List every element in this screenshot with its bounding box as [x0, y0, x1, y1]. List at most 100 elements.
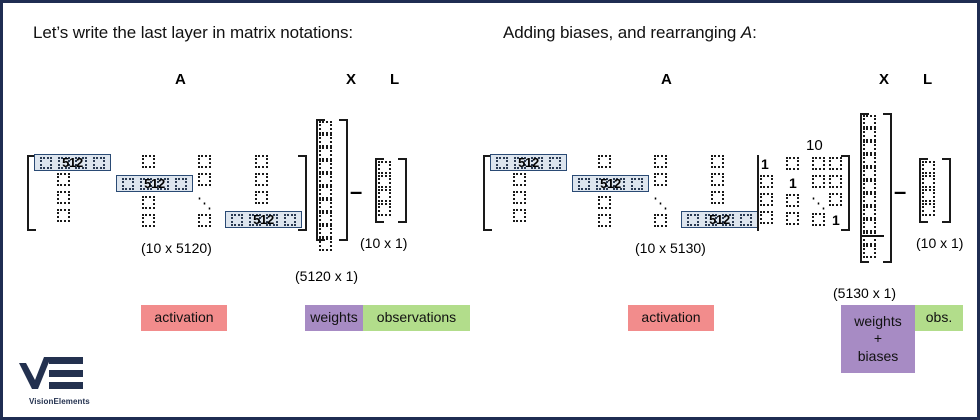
matrix-cell	[319, 225, 332, 238]
right-header-l: L	[923, 71, 933, 88]
right-vector-x-bracket-close	[883, 113, 892, 263]
matrix-cell	[121, 177, 134, 190]
block-label: 512	[600, 176, 621, 191]
matrix-cell	[812, 213, 825, 226]
matrix-cell	[319, 160, 332, 173]
matrix-cell	[863, 167, 876, 180]
identity-col2-bot	[786, 194, 799, 225]
left-matrix-a-col4	[255, 155, 268, 204]
matrix-cell	[786, 194, 799, 207]
left-matrix-a-col3	[198, 155, 211, 186]
left-header-l: L	[390, 71, 400, 88]
matrix-cell	[319, 199, 332, 212]
identity-one-1: 1	[761, 156, 769, 172]
matrix-cell	[812, 157, 825, 170]
right-header-x: X	[879, 71, 890, 88]
logo-mark-icon	[19, 357, 83, 389]
right-matrix-a-bracket-open	[483, 155, 492, 231]
left-vector-l-cells	[378, 161, 391, 216]
matrix-cell	[722, 213, 735, 226]
matrix-cell	[760, 175, 773, 188]
matrix-cell	[255, 191, 268, 204]
left-matrix-a-bracket-open	[27, 155, 36, 231]
left-vector-x-bracket-close	[339, 119, 348, 241]
matrix-cell	[319, 134, 332, 147]
matrix-cell	[255, 155, 268, 168]
identity-block-bracket-close	[841, 155, 850, 231]
left-matrix-a-block-512-1: 512	[34, 154, 111, 171]
left-vector-l-bracket-open	[375, 158, 384, 223]
right-vector-x-separator	[862, 235, 884, 237]
block-label: 512	[144, 176, 165, 191]
identity-col3-bot	[812, 213, 825, 226]
logo-wordmark: VisionElements	[29, 397, 90, 406]
right-title-prefix: Adding biases, and rearranging	[503, 23, 741, 42]
left-matrix-a-bracket-close	[298, 155, 307, 231]
matrix-cell	[863, 154, 876, 167]
matrix-cell	[711, 191, 724, 204]
matrix-cell	[863, 206, 876, 219]
matrix-cell	[598, 155, 611, 168]
matrix-cell	[495, 156, 508, 169]
matrix-cell	[863, 232, 876, 245]
slide-canvas: Let’s write the last layer in matrix not…	[3, 3, 977, 417]
matrix-cell	[75, 156, 88, 169]
matrix-cell	[922, 161, 935, 174]
right-vector-x-bracket-open	[860, 113, 869, 263]
right-matrix-a-dimension: (10 x 5130)	[635, 240, 706, 256]
right-vector-x-cells	[863, 115, 876, 258]
right-vector-x-dimension: (5130 x 1)	[833, 285, 897, 301]
matrix-cell	[319, 238, 332, 251]
matrix-cell	[531, 156, 544, 169]
matrix-cell	[631, 177, 644, 190]
right-matrix-a-col1	[513, 173, 526, 222]
matrix-cell	[654, 214, 667, 227]
right-legend-weights-biases: weights + biases	[841, 305, 915, 373]
matrix-cell	[598, 214, 611, 227]
matrix-cell	[248, 213, 261, 226]
left-matrix-a-block-512-3: 512	[225, 211, 302, 228]
identity-block-size-label: 10	[806, 137, 823, 154]
matrix-cell	[829, 193, 842, 206]
right-matrix-a-col4	[711, 155, 724, 204]
matrix-cell	[760, 211, 773, 224]
matrix-cell	[319, 121, 332, 134]
matrix-cell	[513, 156, 526, 169]
right-header-a: A	[661, 71, 672, 88]
identity-one-2: 1	[789, 175, 797, 191]
matrix-cell	[198, 214, 211, 227]
matrix-cell	[922, 203, 935, 216]
right-matrix-a-col3	[654, 155, 667, 186]
matrix-cell	[786, 212, 799, 225]
matrix-cell	[513, 209, 526, 222]
identity-block-divider	[757, 155, 759, 231]
matrix-cell	[654, 155, 667, 168]
right-title-suffix: :	[752, 23, 757, 42]
identity-col3-top	[812, 157, 825, 188]
right-vector-l-cells	[922, 161, 935, 216]
matrix-cell	[922, 175, 935, 188]
matrix-cell	[57, 173, 70, 186]
left-matrix-a-col2	[142, 155, 155, 168]
matrix-cell	[319, 186, 332, 199]
right-matrix-a-col2b	[598, 196, 611, 227]
right-legend-observations: obs.	[915, 305, 963, 331]
matrix-cell	[595, 177, 608, 190]
matrix-cell	[549, 156, 562, 169]
matrix-cell	[230, 213, 243, 226]
matrix-cell	[686, 213, 699, 226]
right-vector-l-bracket-open	[919, 158, 928, 223]
left-vector-l-dimension: (10 x 1)	[360, 235, 408, 251]
matrix-cell	[378, 203, 391, 216]
matrix-cell	[829, 175, 842, 188]
left-vector-l-bracket-close	[398, 158, 407, 223]
matrix-cell	[198, 173, 211, 186]
right-title-italic: A	[740, 23, 753, 42]
matrix-cell	[57, 156, 70, 169]
right-matrix-a-block-512-1: 512	[490, 154, 567, 171]
matrix-cell	[513, 191, 526, 204]
vision-elements-logo: VisionElements	[15, 355, 111, 411]
matrix-cell	[378, 189, 391, 202]
matrix-cell	[319, 212, 332, 225]
matrix-cell	[786, 157, 799, 170]
